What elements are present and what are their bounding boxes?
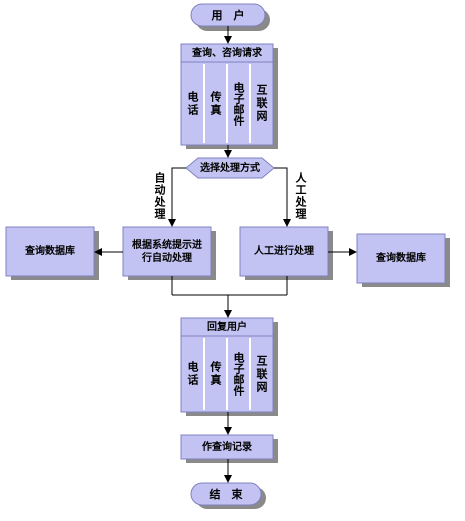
manual-branch-label: 人工处理 bbox=[294, 172, 307, 220]
auto-process-label: 根据系统提示进行自动处理 bbox=[132, 239, 202, 264]
reply-internet-label: 互联网 bbox=[255, 354, 268, 394]
record-label: 作查询记录 bbox=[202, 441, 252, 453]
request-label: 查询、咨询请求 bbox=[192, 47, 262, 59]
auto-process-box bbox=[122, 226, 212, 277]
query-db-left-box bbox=[5, 226, 95, 277]
reply-phone-label: 电话 bbox=[186, 361, 199, 387]
channel-internet-label: 互联网 bbox=[255, 84, 268, 123]
reply-email-label: 电子邮件 bbox=[232, 352, 245, 396]
end-label: 结 束 bbox=[209, 487, 243, 501]
manual-process-label: 人工进行处理 bbox=[254, 246, 314, 257]
reply-fax-label: 传真 bbox=[209, 361, 222, 387]
query-db-right-box bbox=[356, 233, 446, 284]
reply-label: 回复用户 bbox=[207, 321, 247, 333]
record-box bbox=[180, 434, 274, 460]
query-db-left-label: 查询数据库 bbox=[25, 246, 75, 257]
channel-fax-label: 传真 bbox=[209, 90, 222, 117]
auto-branch-label: 自动处理 bbox=[153, 172, 166, 220]
end-terminal bbox=[190, 482, 262, 506]
start-label: 用 户 bbox=[211, 8, 245, 22]
channel-email-label: 电子邮件 bbox=[232, 81, 245, 126]
channel-phone-label: 电话 bbox=[186, 90, 199, 117]
query-db-right-label: 查询数据库 bbox=[376, 253, 426, 264]
decision-label: 选择处理方式 bbox=[200, 162, 260, 174]
manual-process-box bbox=[239, 226, 329, 277]
